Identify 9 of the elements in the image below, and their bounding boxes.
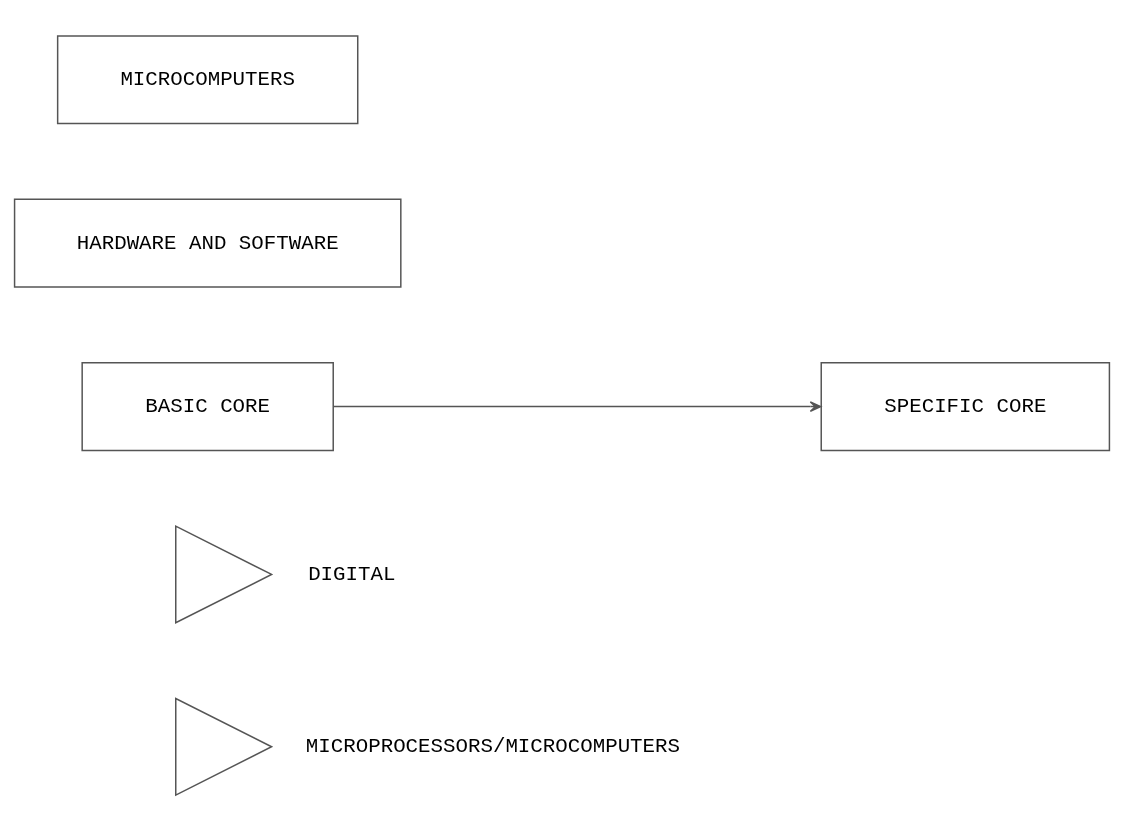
node-box: HARDWARE AND SOFTWARE xyxy=(13,198,402,288)
node-triangle xyxy=(175,696,274,796)
node-triangle xyxy=(175,524,274,624)
node-box: SPECIFIC CORE xyxy=(820,361,1111,451)
node-label: MICROPROCESSORS/MICROCOMPUTERS xyxy=(305,734,680,758)
node-label: DIGITAL xyxy=(308,562,396,586)
node-box: MICROCOMPUTERS xyxy=(56,34,359,124)
arrow xyxy=(332,400,822,412)
node-box: BASIC CORE xyxy=(81,361,334,451)
